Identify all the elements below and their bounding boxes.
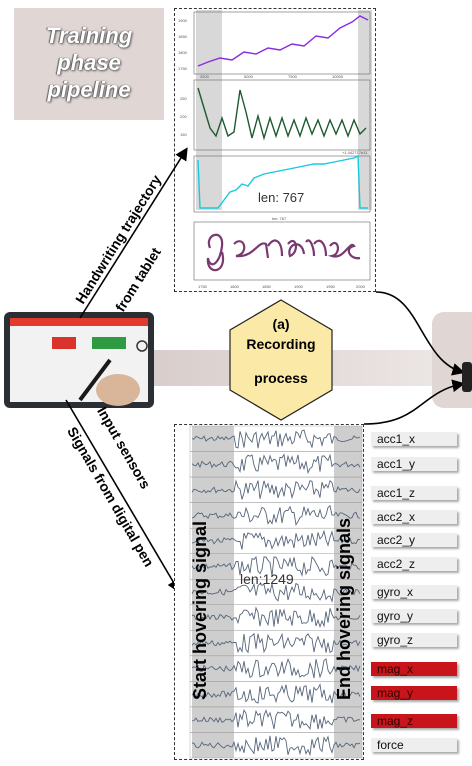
- y-tick: 200: [180, 114, 187, 119]
- tablet-green-button: [92, 337, 126, 349]
- start-hover-shade: [192, 426, 234, 758]
- handwriting-curve: [206, 233, 361, 272]
- len-label-top: len: 767: [258, 190, 304, 205]
- y-tick: 1800: [178, 50, 188, 55]
- arrow-to-trajectory: [79, 147, 188, 319]
- plot-frame-2: [193, 79, 371, 151]
- hover-shade-end: [358, 10, 372, 210]
- title-line-3: pipeline: [47, 77, 131, 102]
- tick-label: 7500: [288, 74, 298, 79]
- sensor-signal-line: [191, 658, 361, 679]
- sensor-signal-line: [191, 709, 361, 730]
- plot-frame-3: [193, 155, 371, 213]
- sensor-label-force: force: [371, 738, 457, 752]
- len-small: len: 767: [272, 216, 287, 221]
- sensor-label-acc2-z: acc2_z: [371, 557, 457, 571]
- series-cyan: [197, 154, 368, 209]
- tick-label: 1800: [230, 284, 240, 289]
- tick-label: 2500: [200, 74, 210, 79]
- sensor-signal-line: [191, 632, 361, 654]
- sensor-signal-line: [191, 479, 361, 500]
- hover-shade-start: [196, 10, 222, 210]
- sensor-label-mag-x: mag_x: [371, 662, 457, 676]
- series-green: [197, 87, 367, 141]
- sensor-signal-line: [191, 606, 361, 629]
- y-tick: 250: [180, 96, 187, 101]
- end-hover-label: End hovering signals: [334, 517, 354, 700]
- len-label-bottom: len:1249: [240, 571, 294, 587]
- arrow-to-sensors: [65, 399, 180, 593]
- recording-label: (a) Recording process: [238, 314, 324, 388]
- tick-label: 1900: [294, 284, 304, 289]
- sensor-signal-plots: len:1249: [189, 425, 363, 759]
- sensor-label-gyro-x: gyro_x: [371, 585, 457, 599]
- sensor-signal-line: [191, 529, 361, 550]
- tick-label: 5000: [244, 74, 254, 79]
- sensor-label-gyro-z: gyro_z: [371, 633, 457, 647]
- sensor-signal-line: [191, 429, 361, 449]
- tick-label: 1750: [198, 284, 208, 289]
- sensor-label-acc1-y: acc1_y: [371, 457, 457, 471]
- sensor-label-acc2-x: acc2_x: [371, 510, 457, 524]
- title-line-1: Training: [45, 23, 133, 48]
- plot-frame-4: [193, 221, 371, 281]
- title-line-2: phase: [57, 50, 121, 75]
- y-tick: 150: [180, 132, 187, 137]
- trajectory-plots: 2500 5000 7500 10000 1750 1800 1850 1900…: [178, 10, 372, 289]
- sensor-rows: [189, 425, 363, 759]
- sensor-signal-line: [191, 555, 361, 577]
- sensor-label-mag-z: mag_z: [371, 714, 457, 728]
- sensor-signal-line: [191, 453, 361, 475]
- y-tick: 1900: [178, 18, 188, 23]
- sensor-signal-line: [191, 683, 361, 704]
- y-tick: 1750: [178, 66, 188, 71]
- plot-frame-1: [193, 11, 371, 75]
- sensor-row-frame: [189, 732, 363, 759]
- tick-label: 1950: [326, 284, 336, 289]
- tick-label: 10000: [332, 74, 344, 79]
- y-tick: 1850: [178, 34, 188, 39]
- sensor-signal-line: [191, 735, 361, 757]
- recording-hexagon: [229, 299, 333, 421]
- sensor-signal-line: [191, 582, 361, 604]
- sensor-label-acc1-x: acc1_x: [371, 432, 457, 446]
- arrow-top-merge: [375, 291, 466, 376]
- diagram-title: Training phase pipeline: [14, 22, 164, 103]
- tablet-header-bar: [10, 318, 148, 326]
- sensor-label-acc1-z: acc1_z: [371, 486, 457, 500]
- recording-line-3: process: [254, 370, 308, 386]
- arrow-bottom-merge: [363, 379, 466, 425]
- recording-line-2: Recording: [246, 336, 316, 352]
- recording-line-1: (a): [272, 316, 290, 332]
- tick-label: 1850: [262, 284, 272, 289]
- tick-label: 2000: [356, 284, 366, 289]
- tablet-red-button: [52, 337, 76, 349]
- sensor-label-gyro-y: gyro_y: [371, 609, 457, 623]
- pen-and-hand-icon: [78, 340, 148, 406]
- title-background: [14, 8, 164, 120]
- next-stage-node: [462, 362, 472, 392]
- sensor-signal-line: [191, 504, 361, 526]
- series-purple: [197, 15, 369, 67]
- sensor-label-acc2-y: acc2_y: [371, 533, 457, 547]
- start-hover-label: Start hovering signal: [190, 520, 210, 700]
- offset-text: +1.442717e11: [342, 150, 368, 155]
- end-hover-shade: [334, 426, 362, 758]
- sensor-label-mag-y: mag_y: [371, 686, 457, 700]
